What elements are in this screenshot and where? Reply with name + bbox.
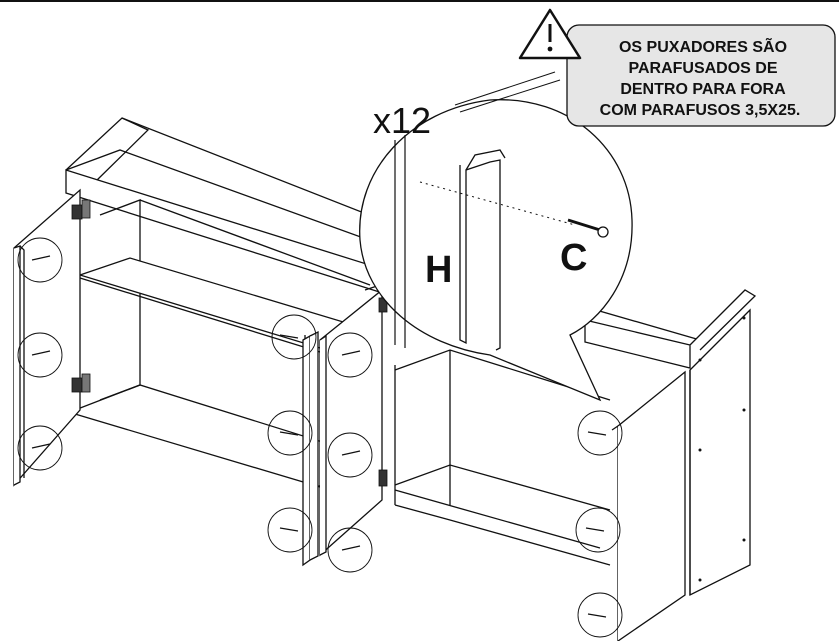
warning-line-1: OS PUXADORES SÃO — [619, 36, 787, 56]
warning-triangle-icon — [518, 8, 582, 60]
right-door-1 — [319, 288, 383, 557]
screw-icon — [31, 255, 607, 618]
left-cabinet — [65, 117, 561, 491]
screw-icon — [567, 218, 609, 238]
part-label-screw: C — [560, 237, 587, 279]
detail-callout: H C — [359, 99, 633, 402]
handle-markers — [17, 237, 623, 638]
right-cabinet — [394, 261, 757, 641]
left-door-2 — [302, 330, 319, 567]
left-door-1 — [13, 188, 81, 487]
warning-line-4: COM PARAFUSOS 3,5X25. — [600, 102, 801, 119]
cam-holes — [698, 316, 746, 582]
part-label-handle: H — [425, 249, 452, 291]
callout-leader — [454, 71, 561, 113]
warning-box: OS PUXADORES SÃO PARAFUSADOS DE DENTRO P… — [518, 8, 836, 127]
warning-line-2: PARAFUSADOS DE — [628, 60, 777, 77]
hinge-icon — [71, 199, 91, 393]
quantity-label: x12 — [373, 100, 431, 141]
warning-line-3: DENTRO PARA FORA — [620, 81, 786, 98]
